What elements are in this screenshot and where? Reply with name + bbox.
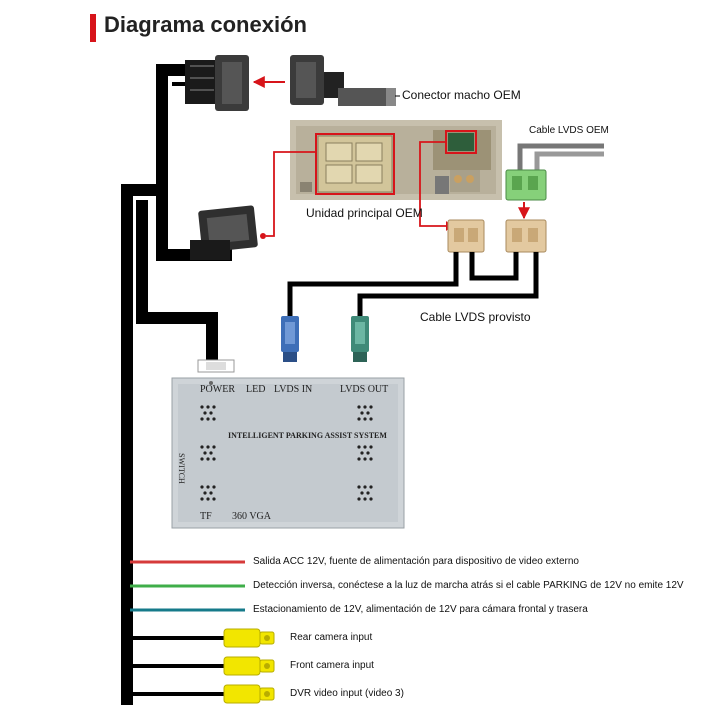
provided-lvds-cable [287,252,539,322]
wire-parking-12v-label: Estacionamiento de 12V, alimentación de … [253,604,588,615]
lvds-tan-connector-right [505,219,547,253]
label-oem-head-unit: Unidad principal OEM [306,206,423,220]
rca-front-camera [130,656,275,676]
link-head-unit-lvds [419,141,446,227]
dvr-video-input-label: DVR video input (video 3) [290,688,404,699]
link-head-unit-to-harness [266,151,316,237]
wire-acc-12v-label: Salida ACC 12V, fuente de alimentación p… [253,556,579,567]
module-switch-label: SWITCH [176,453,186,484]
oem-female-connector-bottom [190,205,258,260]
vent-dots [200,405,373,501]
module-power-label: POWER [200,384,235,395]
rear-camera-input-label: Rear camera input [290,632,373,643]
label-provided-lvds-cable: Cable LVDS provisto [420,310,531,324]
highlight-main-socket [315,133,395,195]
module-lvds-in-label: LVDS IN [274,384,313,395]
oem-female-connector-top [185,55,249,111]
lvds-out-plug [351,316,369,362]
title-accent-bar [90,14,96,42]
label-oem-male-connector: Conector macho OEM [402,88,521,102]
module-system-name: INTELLIGENT PARKING ASSIST SYSTEM [228,431,387,440]
module-tf-label: TF [200,511,212,522]
lvds-oem-cable [505,143,604,201]
module-vga-label: 360 VGA [232,511,271,522]
page-title: Diagrama conexión [104,12,307,37]
front-camera-input-label: Front camera input [290,660,374,671]
lvds-tan-connector-left [447,219,485,253]
label-oem-lvds-cable: Cable LVDS OEM [529,125,609,136]
power-led-dot [209,381,213,385]
lvds-in-plug [281,316,299,362]
module-lvds-out-label: LVDS OUT [340,384,389,395]
rca-rear-camera [130,628,275,648]
wire-reverse-detect-label: Detección inversa, conéctese a la luz de… [253,580,684,591]
oem-male-connector [290,55,400,106]
rca-dvr-video [130,684,275,704]
module-led-label: LED [246,384,266,395]
